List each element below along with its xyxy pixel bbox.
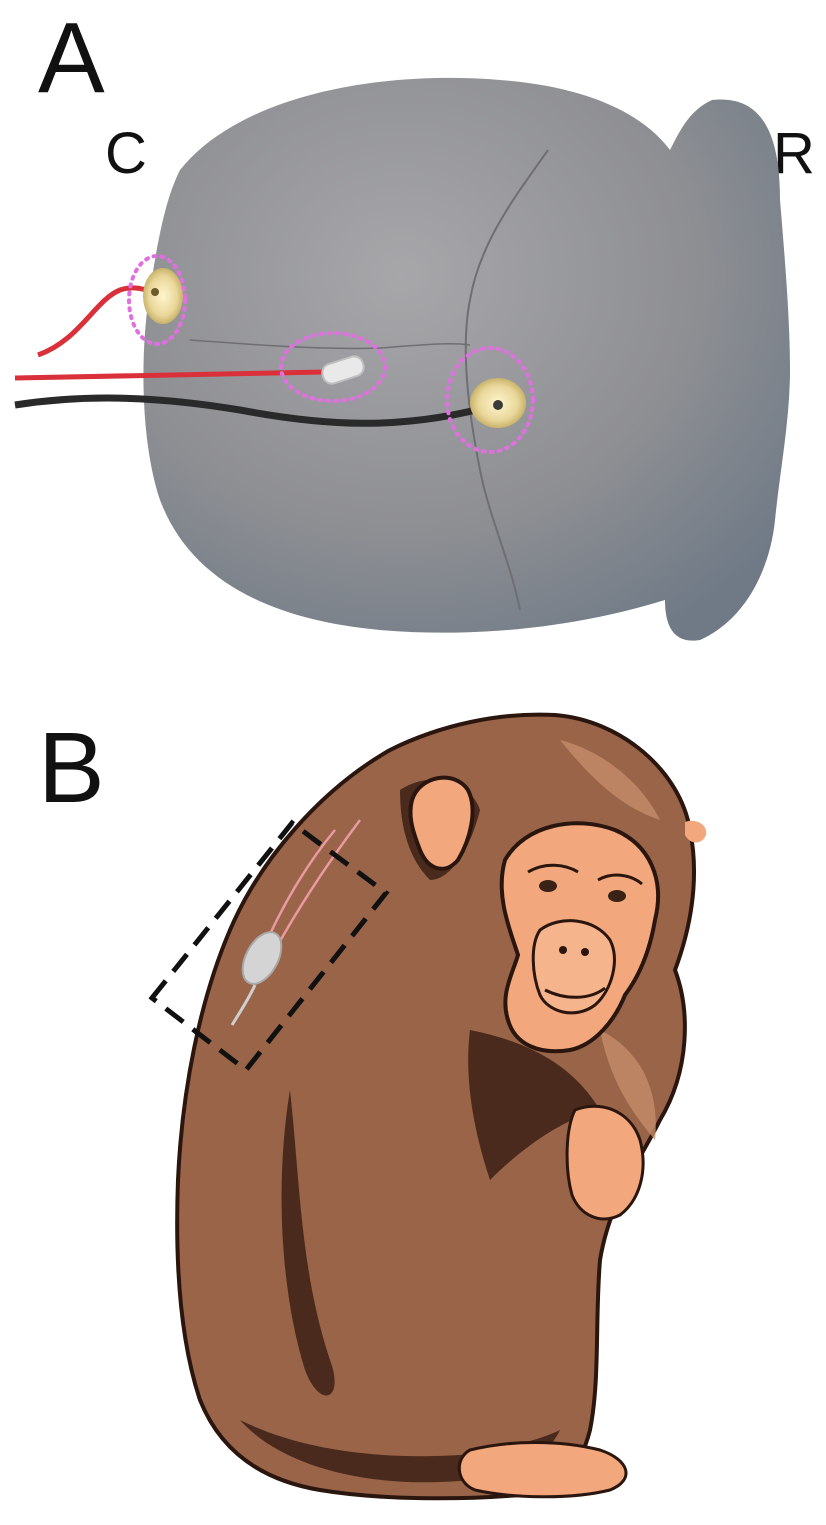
electrode-screw-rostral — [493, 400, 503, 410]
chimp-hand — [567, 1106, 643, 1219]
chimpanzee-illustration — [177, 715, 706, 1499]
chimp-nostril-right — [581, 948, 589, 956]
chimp-foot — [459, 1443, 626, 1497]
electrode-screw-caudal — [151, 288, 159, 296]
chimp-eye-left — [539, 880, 557, 892]
skull-model — [143, 78, 790, 641]
chimp-muzzle — [533, 921, 614, 1013]
red-wire-upper — [38, 288, 155, 355]
chimp-nostril-left — [559, 946, 567, 954]
electrode-disc-caudal — [143, 268, 183, 324]
chimp-eye-right — [608, 890, 626, 902]
chimp-head-top — [685, 821, 706, 843]
